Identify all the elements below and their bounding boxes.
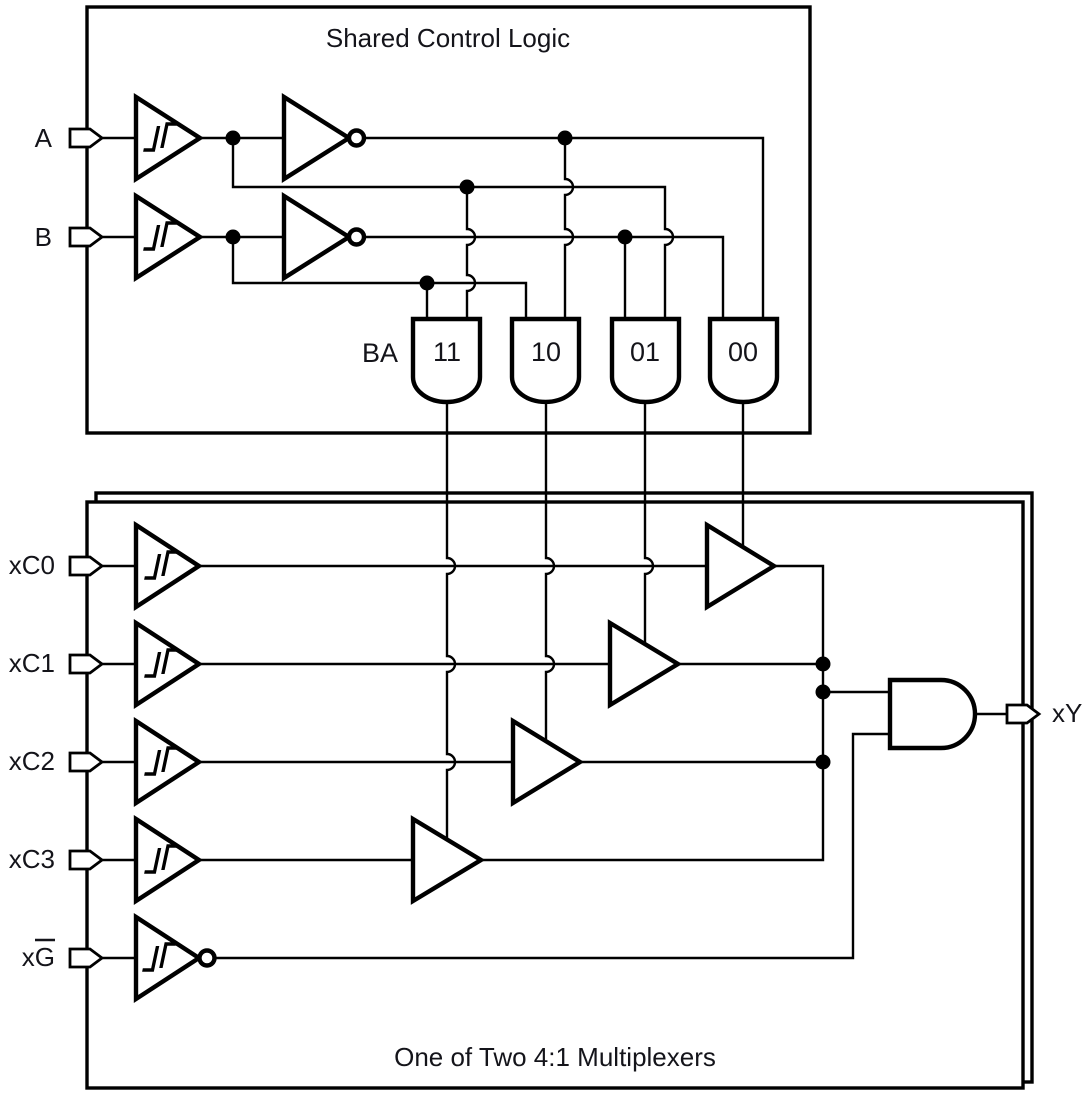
select-buffer-xc3-icon — [410, 815, 486, 905]
input-pin-xc2 — [68, 751, 105, 773]
shared-control-title: Shared Control Logic — [326, 23, 570, 53]
wire-a-true-branch-gate11 — [465, 187, 477, 344]
schmitt-buffer-xc3-icon — [133, 814, 204, 906]
input-pin-xc3 — [68, 849, 105, 871]
schmitt-buffer-xc0-icon — [133, 520, 204, 612]
inverter-a-icon — [281, 93, 354, 183]
wires — [102, 136, 1008, 960]
hysteresis-icon — [144, 746, 179, 776]
input-pin-xc0 — [68, 555, 105, 577]
junction-dot — [225, 229, 241, 245]
wire-a-not-branch-gate10 — [563, 138, 575, 344]
wire-a-true-line — [231, 138, 675, 344]
schmitt-inverter-xg-icon — [133, 912, 204, 1004]
and-gate-11-icon — [410, 316, 483, 405]
inverter-b-icon — [281, 192, 354, 282]
components — [133, 92, 978, 1004]
input-label-xg: xG — [22, 942, 55, 972]
and-gate-00-icon — [707, 316, 780, 405]
hysteresis-icon — [144, 844, 179, 874]
hysteresis-icon — [144, 550, 179, 580]
hysteresis-icon — [144, 648, 179, 678]
hysteresis-icon — [143, 122, 178, 152]
select-buffer-xc2-icon — [510, 717, 585, 807]
mux-caption: One of Two 4:1 Multiplexers — [394, 1042, 716, 1072]
select-buffer-xc1-icon — [607, 619, 683, 709]
and-gate-10-icon — [509, 316, 582, 405]
labels: Shared Control Logic A B BA 11 10 01 00 … — [9, 23, 1083, 1072]
gate-label-11: 11 — [433, 337, 461, 367]
inverter-b-bubble-icon — [346, 227, 367, 247]
junction-dot — [617, 229, 633, 245]
gate-label-00: 00 — [728, 337, 758, 367]
schmitt-buffer-a-icon — [133, 92, 205, 184]
hysteresis-icon — [143, 221, 178, 251]
wire-b-true-line — [231, 237, 528, 344]
input-pin-xc1 — [68, 653, 105, 675]
pins — [68, 127, 1042, 969]
inverter-a-bubble-icon — [346, 128, 367, 148]
select-buffer-xc0-icon — [704, 521, 779, 611]
mux-block-outline — [85, 491, 1034, 1090]
inverter-xg-bubble-icon — [197, 948, 217, 968]
input-label-xc1: xC1 — [9, 648, 55, 678]
hysteresis-icon — [142, 942, 177, 972]
junction-dot — [815, 754, 831, 770]
wire-b-not-line — [364, 235, 725, 344]
output-label-xy: xY — [1052, 698, 1082, 728]
junction-dot — [557, 130, 573, 146]
input-pin-xg — [68, 947, 105, 969]
mux-block-front-box — [85, 500, 1025, 1090]
junction-dot — [815, 684, 831, 700]
decoder-row-label-ba: BA — [362, 338, 398, 368]
input-label-xc2: xC2 — [9, 746, 55, 776]
input-label-xc3: xC3 — [9, 844, 55, 874]
junction-dot — [419, 275, 435, 291]
wire-xg-to-and-gate — [216, 732, 890, 960]
gate-label-10: 10 — [531, 337, 561, 367]
input-label-a: A — [35, 123, 53, 153]
input-pin-a — [68, 127, 105, 149]
junction-dot — [225, 130, 241, 146]
schmitt-buffer-b-icon — [133, 191, 205, 283]
gate-label-01: 01 — [630, 337, 660, 367]
schmitt-buffer-xc2-icon — [133, 716, 204, 808]
input-label-xc0: xC0 — [9, 550, 55, 580]
junction-dot — [459, 179, 475, 195]
and-gate-01-icon — [609, 316, 682, 405]
input-pin-b — [68, 226, 105, 248]
junction-dots — [225, 130, 831, 770]
output-and-gate-icon — [887, 677, 978, 751]
wire-xc0-out-collector — [481, 564, 825, 862]
junction-dot — [815, 656, 831, 672]
schmitt-buffer-xc1-icon — [133, 618, 204, 710]
input-label-b: B — [35, 222, 52, 252]
wire-a-not-line — [364, 136, 765, 344]
output-pin-xy — [1005, 703, 1042, 725]
wire-gate10-to-xc2-buffer — [544, 400, 556, 744]
